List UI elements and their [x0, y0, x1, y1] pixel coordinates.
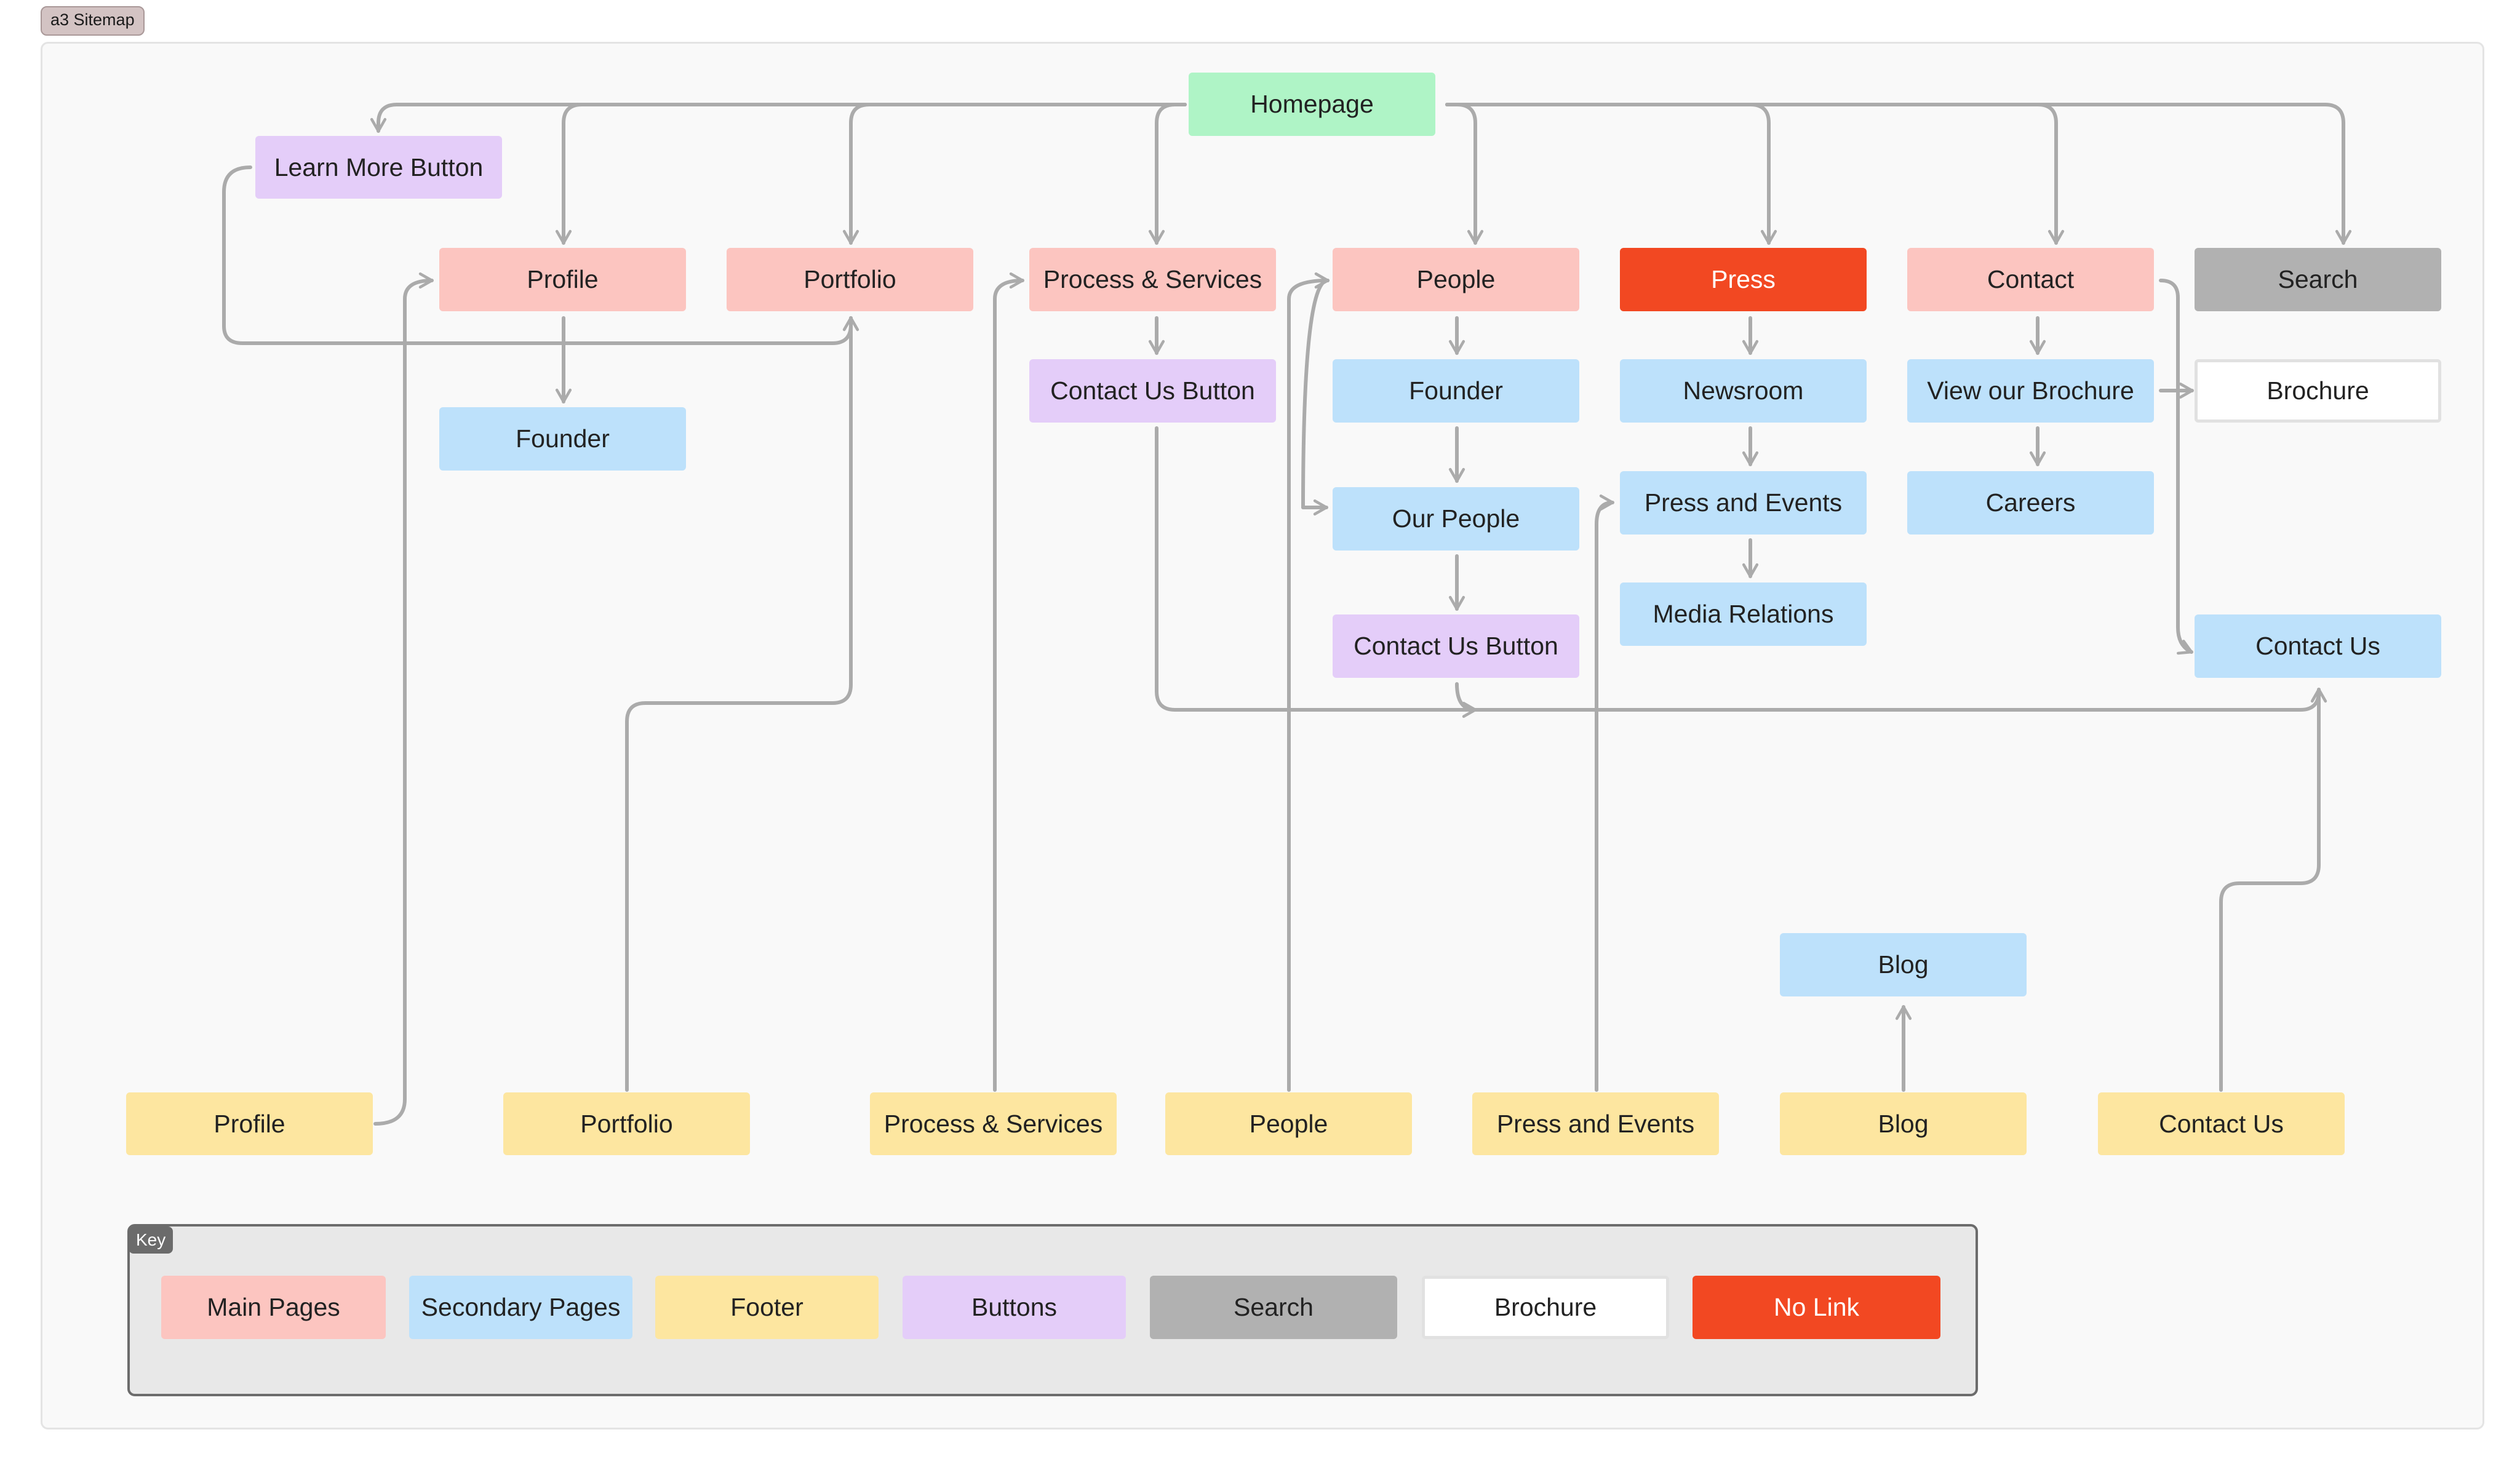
- footer-portfolio-node[interactable]: Portfolio: [503, 1092, 750, 1155]
- footer-people-node[interactable]: People: [1165, 1092, 1412, 1155]
- footer-blog-node[interactable]: Blog: [1780, 1092, 2027, 1155]
- our-people-node[interactable]: Our People: [1333, 487, 1579, 551]
- search-page-node[interactable]: Search: [2195, 248, 2441, 311]
- key-title: Key: [129, 1226, 173, 1254]
- key-brochure: Brochure: [1422, 1276, 1669, 1339]
- learn-more-button-node[interactable]: Learn More Button: [255, 136, 502, 199]
- key-no-link: No Link: [1693, 1276, 1940, 1339]
- newsroom-node[interactable]: Newsroom: [1620, 359, 1867, 423]
- media-relations-node[interactable]: Media Relations: [1620, 582, 1867, 646]
- footer-contact-us-node[interactable]: Contact Us: [2098, 1092, 2345, 1155]
- key-footer: Footer: [655, 1276, 879, 1339]
- blog-node[interactable]: Blog: [1780, 933, 2027, 996]
- contact-us-node[interactable]: Contact Us: [2195, 614, 2441, 678]
- profile-founder-node[interactable]: Founder: [439, 407, 686, 471]
- key-main-pages: Main Pages: [161, 1276, 386, 1339]
- process-contact-us-button-node[interactable]: Contact Us Button: [1029, 359, 1276, 423]
- people-founder-node[interactable]: Founder: [1333, 359, 1579, 423]
- portfolio-page-node[interactable]: Portfolio: [727, 248, 973, 311]
- footer-press-and-events-node[interactable]: Press and Events: [1472, 1092, 1719, 1155]
- careers-node[interactable]: Careers: [1907, 471, 2154, 535]
- key-secondary-pages: Secondary Pages: [409, 1276, 632, 1339]
- press-and-events-node[interactable]: Press and Events: [1620, 471, 1867, 535]
- footer-profile-node[interactable]: Profile: [126, 1092, 373, 1155]
- press-page-node[interactable]: Press: [1620, 248, 1867, 311]
- contact-page-node[interactable]: Contact: [1907, 248, 2154, 311]
- homepage-node[interactable]: Homepage: [1189, 73, 1435, 136]
- key-buttons: Buttons: [903, 1276, 1126, 1339]
- frame-title: a3 Sitemap: [41, 6, 145, 36]
- people-contact-us-button-node[interactable]: Contact Us Button: [1333, 614, 1579, 678]
- footer-process-services-node[interactable]: Process & Services: [870, 1092, 1117, 1155]
- brochure-node[interactable]: Brochure: [2195, 359, 2441, 423]
- people-page-node[interactable]: People: [1333, 248, 1579, 311]
- process-services-page-node[interactable]: Process & Services: [1029, 248, 1276, 311]
- key-search: Search: [1150, 1276, 1397, 1339]
- view-our-brochure-node[interactable]: View our Brochure: [1907, 359, 2154, 423]
- profile-page-node[interactable]: Profile: [439, 248, 686, 311]
